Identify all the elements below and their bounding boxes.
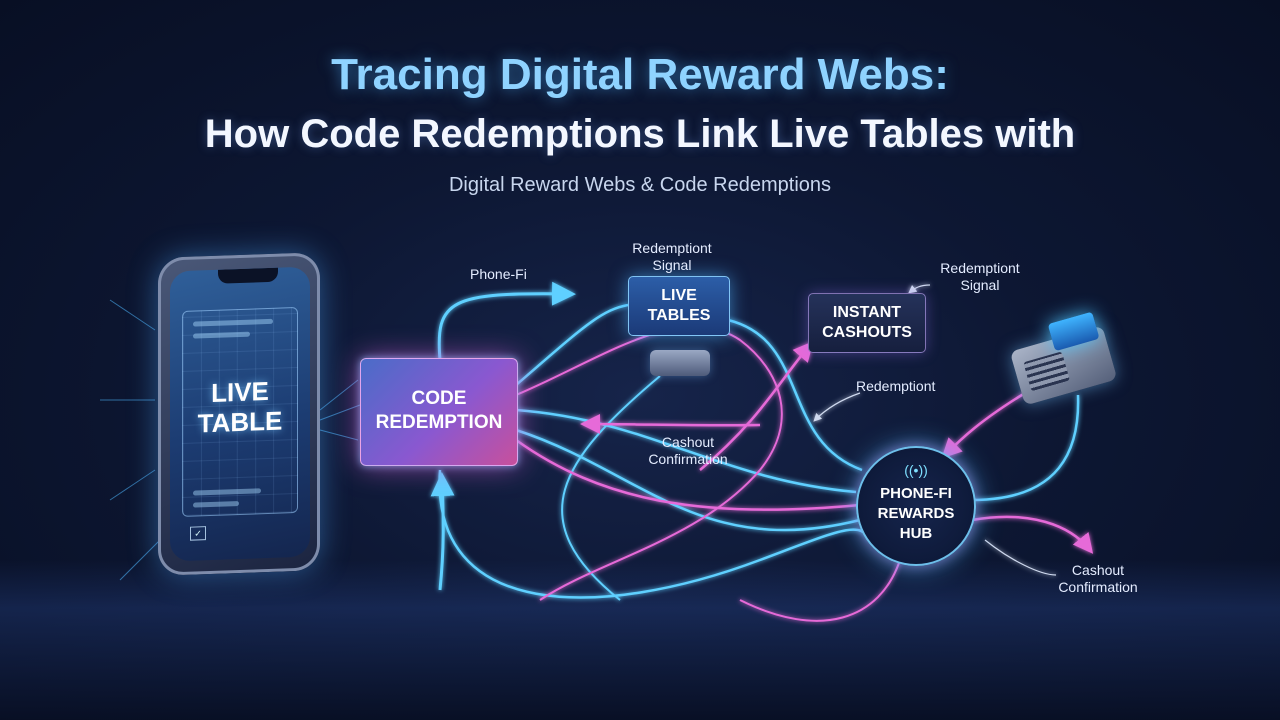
flow-code-to-live xyxy=(515,303,629,386)
instant-cashouts-label: INSTANT CASHOUTS xyxy=(809,303,925,343)
code-redemption-line-1: CODE xyxy=(411,388,467,409)
label-phone-fi: Phone-Fi xyxy=(470,266,527,282)
flow-hub-to-terminal xyxy=(971,394,1080,502)
label-cashout-confirmation-mid-line-1: Cashout xyxy=(661,434,715,450)
flow-bottom-loop xyxy=(438,469,872,599)
label-cashout-confirmation-right-line-1: Cashout xyxy=(1071,562,1125,578)
label-cashout-confirmation-right: Cashout Confirmation xyxy=(1040,562,1156,596)
live-tables-label: LIVE TABLES xyxy=(629,286,729,326)
flow-terminal-to-hub xyxy=(941,388,1031,459)
instant-cashouts-line-2: CASHOUTS xyxy=(822,324,912,341)
label-redemption-signal-top-line-2: Signal xyxy=(652,257,692,273)
phone-device: LIVE TABLE ✓ xyxy=(158,252,320,576)
screen-bar xyxy=(193,501,239,508)
label-cashout-confirmation-mid: Cashout Confirmation xyxy=(628,434,748,468)
code-redemption-line-2: REDEMPTION xyxy=(375,412,503,433)
instant-cashouts-line-1: INSTANT xyxy=(832,304,902,321)
hub-label: PHONE-FI REWARDS HUB xyxy=(858,484,974,544)
flow-hub-down xyxy=(739,559,901,622)
phone-label-line-2: TABLE xyxy=(197,405,283,439)
hub-line-3: HUB xyxy=(899,525,933,542)
code-redemption-label: CODE REDEMPTION xyxy=(361,387,517,435)
pointer-signal-right xyxy=(908,284,931,294)
screen-bar xyxy=(193,318,273,327)
label-cashout-confirmation-right-line-2: Confirmation xyxy=(1058,579,1138,595)
flow-confirmation xyxy=(580,414,761,435)
flow-live-loop xyxy=(561,375,661,601)
pointer-cashout-right xyxy=(984,539,1057,576)
title-line-2: How Code Redemptions Link Live Tables wi… xyxy=(204,112,1076,156)
phone-label-line-1: LIVE xyxy=(211,375,269,408)
code-redemption-node: CODE REDEMPTION xyxy=(360,358,518,466)
flow-code-to-hub-1 xyxy=(515,408,857,494)
live-tables-stand xyxy=(650,350,710,376)
wifi-icon: ((•)) xyxy=(904,462,928,478)
label-cashout-confirmation-mid-line-2: Confirmation xyxy=(648,451,728,467)
label-redemption-signal-top: Redemptiont Signal xyxy=(612,240,732,274)
flow-hub-to-cashouts xyxy=(699,341,814,471)
flow-code-magenta-1 xyxy=(515,438,861,512)
rewards-hub-node: ((•)) PHONE-FI REWARDS HUB xyxy=(856,446,976,566)
phone-screen: LIVE TABLE ✓ xyxy=(170,266,310,562)
flow-up-arrow xyxy=(430,472,455,591)
hub-line-1: PHONE-FI xyxy=(880,485,952,502)
label-redemption-signal-right-line-2: Signal xyxy=(960,277,1000,293)
phone-notch xyxy=(218,267,278,284)
flow-hub-out-right xyxy=(971,515,1094,554)
instant-cashouts-node: INSTANT CASHOUTS xyxy=(808,293,926,353)
live-tables-line-1: LIVE xyxy=(661,287,697,304)
subtitle: Digital Reward Webs & Code Redemptions xyxy=(448,174,832,196)
floor-glow xyxy=(0,560,1280,720)
title-line-1: Tracing Digital Reward Webs: xyxy=(331,50,949,99)
phone-label: LIVE TABLE xyxy=(170,375,310,440)
hub-line-2: REWARDS xyxy=(877,505,955,522)
label-redemption-signal-top-line-1: Redemptiont xyxy=(632,240,712,256)
flow-code-magenta-2 xyxy=(515,325,783,601)
check-icon: ✓ xyxy=(190,526,206,541)
screen-bar xyxy=(193,488,262,496)
label-redemption-signal-right: Redemptiont Signal xyxy=(920,260,1040,294)
screen-bar xyxy=(193,331,250,339)
flow-code-to-hub-2 xyxy=(515,428,861,532)
live-tables-node: LIVE TABLES xyxy=(628,276,730,336)
label-redemption-mid: Redemptiont xyxy=(856,378,936,394)
flow-live-to-hub xyxy=(727,318,863,472)
live-tables-line-2: TABLES xyxy=(647,307,711,324)
pointer-redemption xyxy=(813,392,861,422)
label-redemption-signal-right-line-1: Redemptiont xyxy=(940,260,1020,276)
phone-burst xyxy=(100,299,361,581)
flow-phone-fi xyxy=(437,281,576,361)
